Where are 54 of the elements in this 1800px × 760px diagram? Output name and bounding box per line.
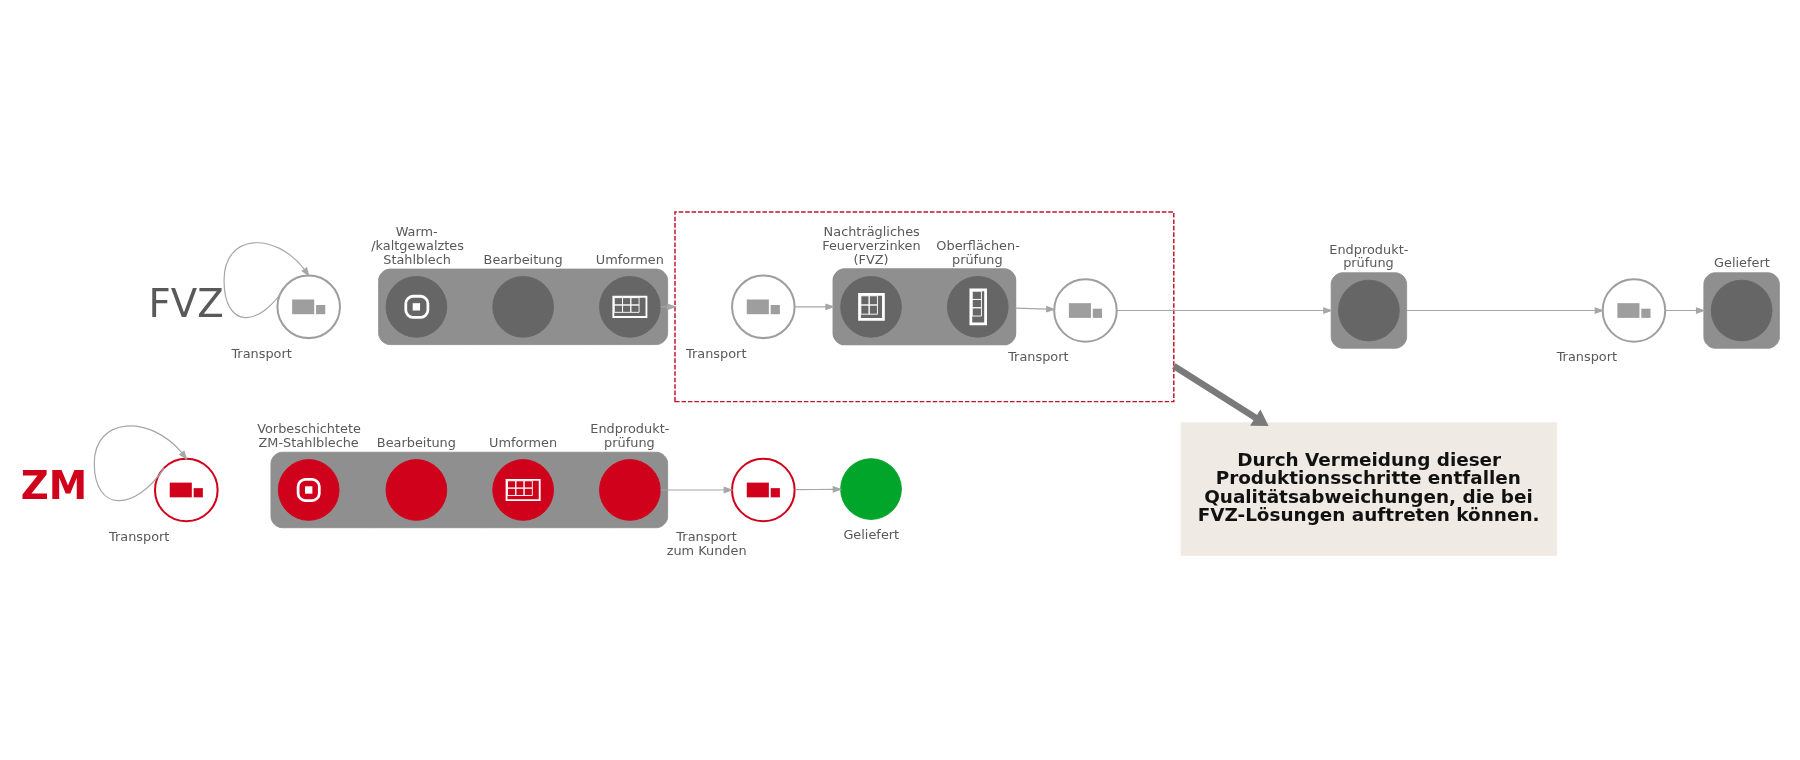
node-circle [492,459,554,521]
node-box: Durch Vermeidung dieser Produktionsschritte entfallen Qualitätsabweichungen, die bei FVZ-Lösungen auftreten können. [1180,422,1558,556]
cluster [1330,272,1408,349]
node-label: Umformen [595,251,664,267]
node-label: Transport [1556,349,1618,365]
node-label: Geliefert [843,526,900,542]
node-label: Transport [231,345,292,361]
node-circle [492,276,554,338]
arrow [1664,307,1706,314]
node-circle [1338,279,1400,342]
node-circle [731,457,796,523]
arrow [1172,363,1269,427]
arrow [659,486,734,494]
arrow [794,485,843,493]
node-label: Bearbeitung [376,434,456,450]
node-label: Transport [1008,349,1069,365]
node-circle [599,276,661,338]
arrow [1406,307,1605,314]
node-label: Endprodukt- prüfung [590,421,670,450]
node-label: Warm- /kaltgewalztes Stahlblech [371,224,464,267]
node-label: Transport zum Kunden [666,528,747,558]
node-circle [731,274,796,340]
arrow [93,425,188,502]
cluster [270,451,669,529]
node-circle [599,459,661,521]
node-label: Nachträgliches Feuerverzinken (FVZ) [822,224,921,267]
node-label: Transport [686,345,747,361]
cluster [1703,272,1780,349]
arrow [1014,305,1056,313]
label: FVZ [148,280,224,326]
node-label: Transport [108,528,170,544]
node-label: Geliefert [1714,255,1770,271]
node-label: Endprodukt- prüfung [1329,241,1409,271]
node-label: Bearbeitung [483,251,563,267]
label: ZM [20,462,88,508]
arrow [1116,307,1333,314]
node-circle [385,276,448,338]
arrow [223,242,310,319]
node-circle [154,457,219,523]
node-circle [1601,278,1667,343]
node-circle [840,276,902,338]
node-circle [385,459,448,521]
node-circle [276,274,341,340]
node-label: Vorbeschichtete ZM-Stahlbleche [257,421,361,450]
node-circle [1710,279,1773,342]
node-circle [1053,278,1118,343]
cluster [674,211,1175,403]
cluster [832,268,1017,346]
node-label: Oberflächen- prüfung [936,237,1020,267]
arrow [794,303,836,311]
node-circle [946,276,1009,338]
node-circle [840,458,902,520]
node-circle [277,459,340,521]
node-label: Umformen [489,434,558,450]
